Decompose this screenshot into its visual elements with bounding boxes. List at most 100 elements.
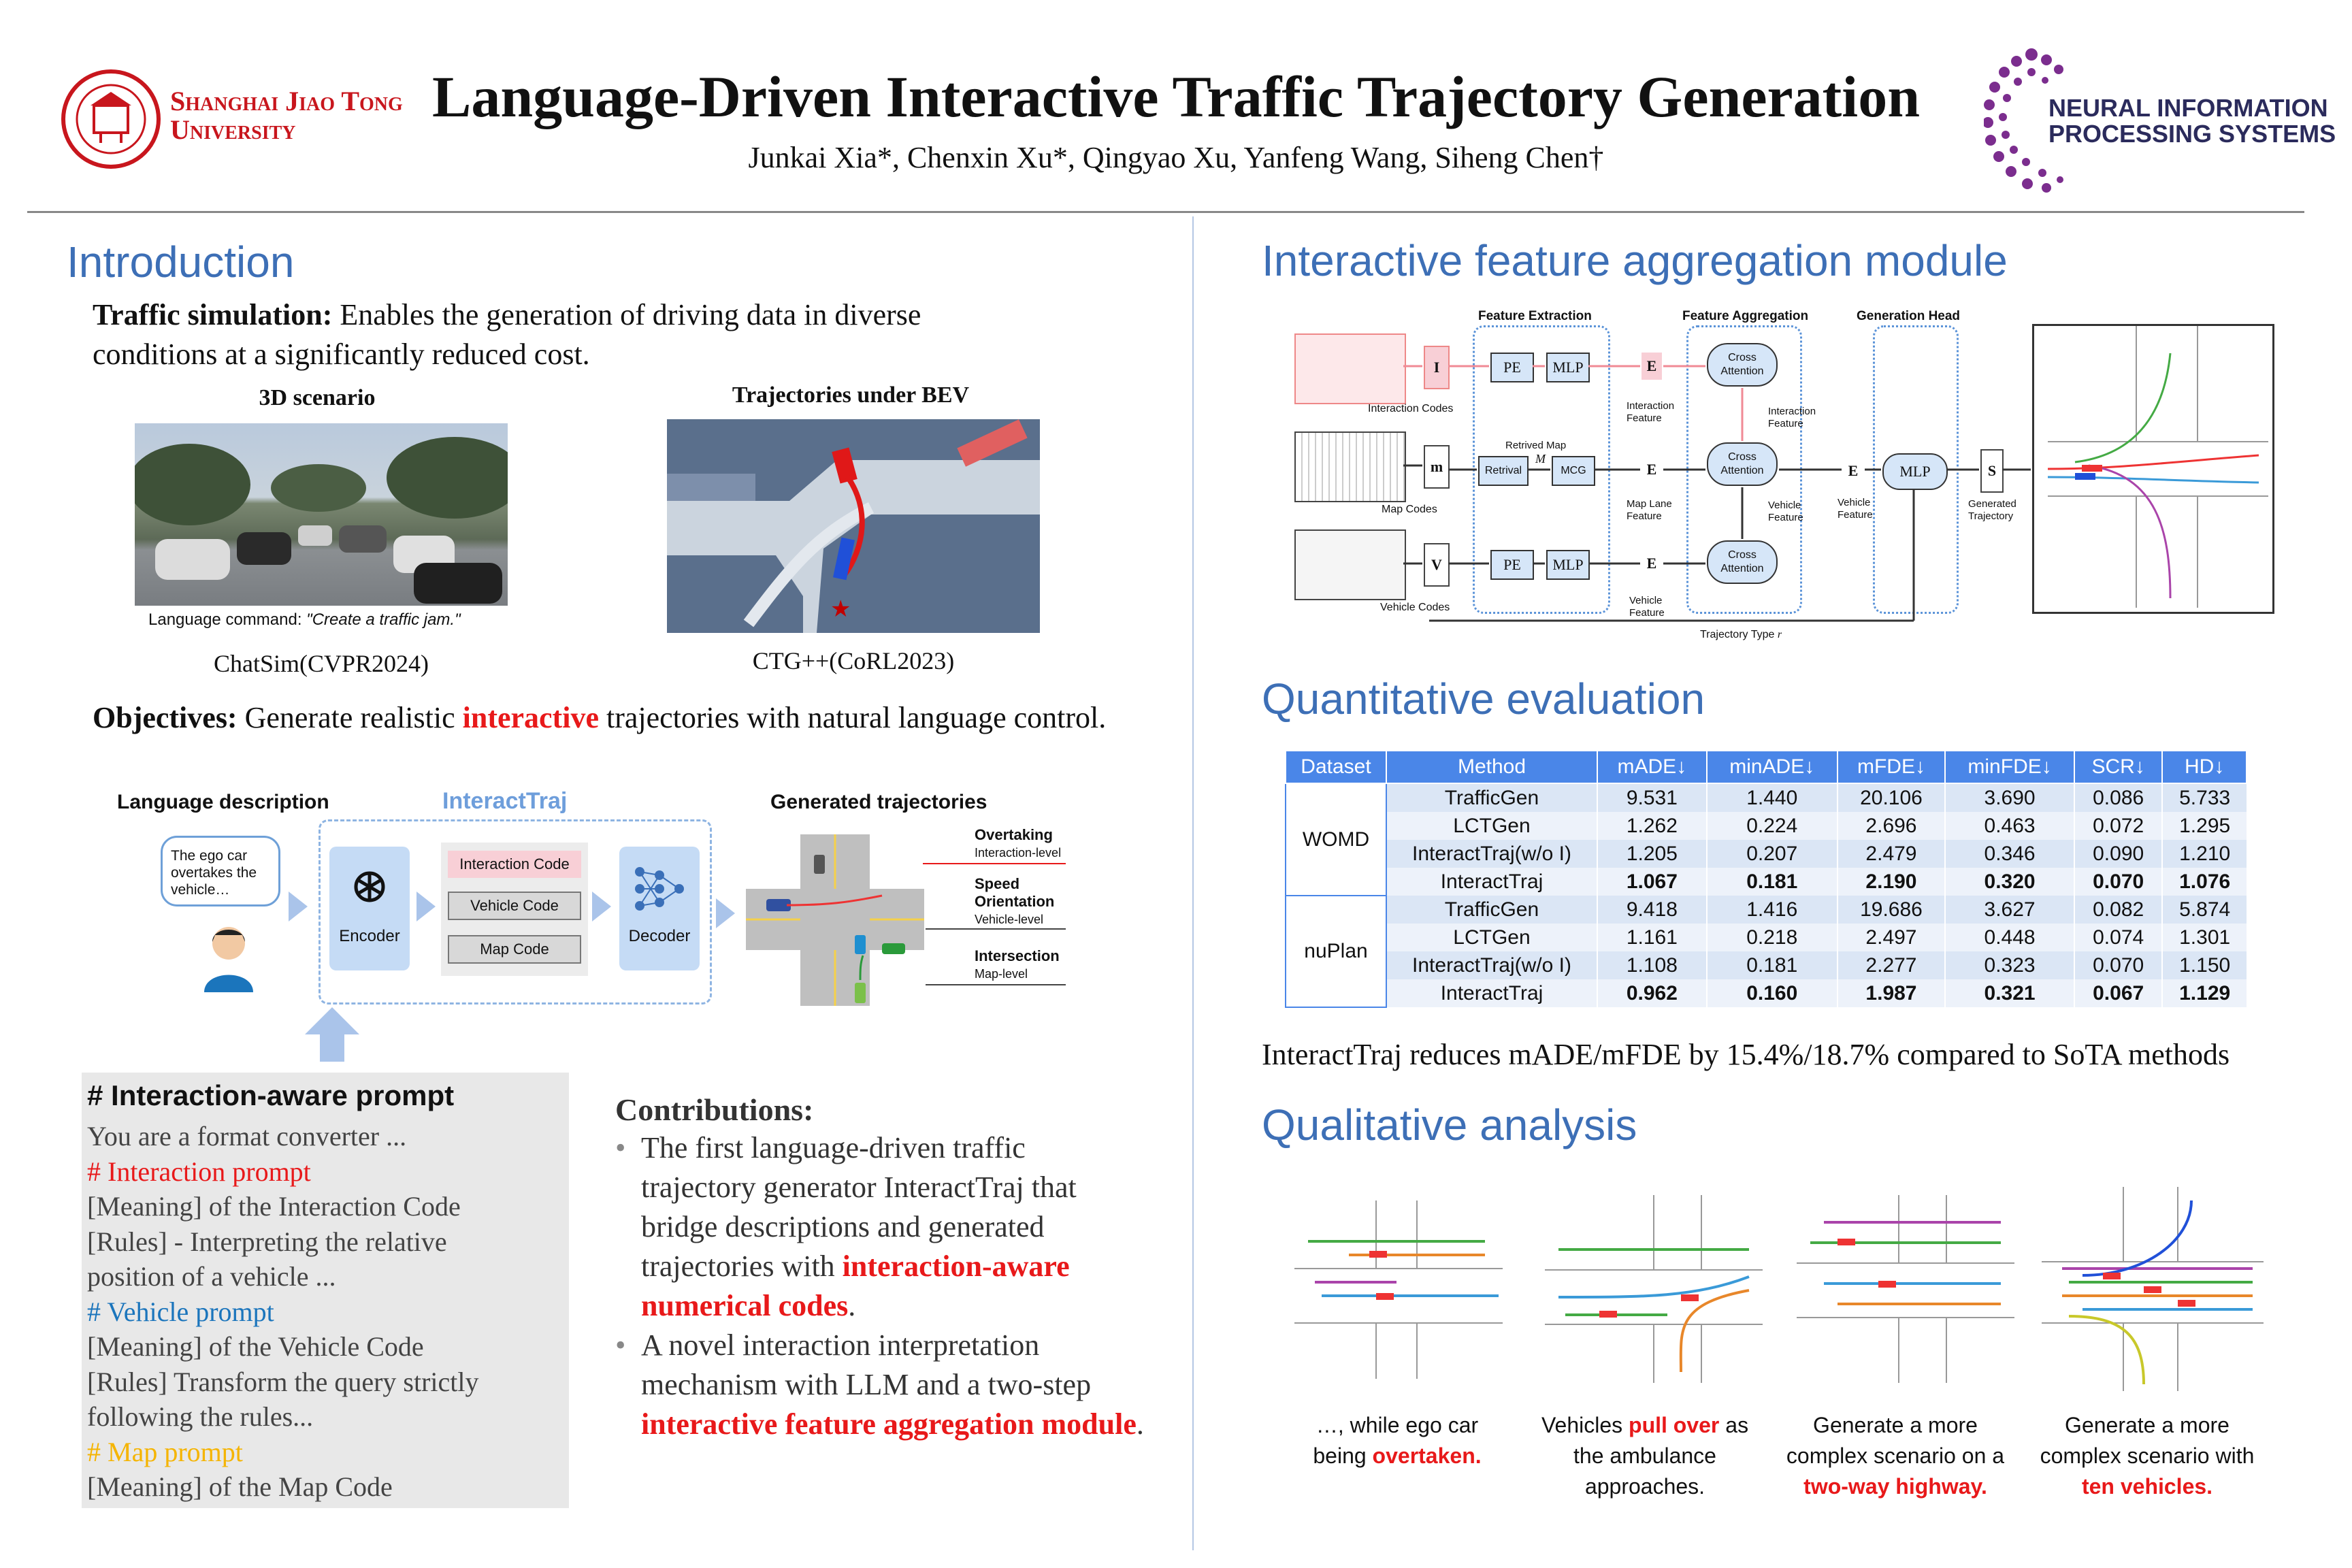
header-divider: [27, 211, 2304, 213]
cap2-a: Vehicles: [1541, 1413, 1629, 1437]
col-method: Method: [1386, 750, 1598, 784]
intersection-label: Intersection Map-level: [975, 947, 1060, 983]
openai-icon: [350, 867, 389, 906]
cell: 3.627: [1944, 896, 2074, 924]
cell: 9.531: [1597, 783, 1707, 812]
language-command: Language command: "Create a traffic jam.…: [135, 606, 508, 634]
prompt-line: [Meaning] of the Map Code: [87, 1471, 393, 1502]
arrow-to-decoder: [592, 892, 611, 921]
E-V-box: E: [1646, 555, 1657, 572]
traffic-sim-paragraph: Traffic simulation: Enables the generati…: [93, 295, 1032, 374]
cell: 0.070: [2073, 951, 2163, 979]
cell: 2.497: [1836, 924, 1946, 951]
lang-desc-title: Language description: [117, 791, 329, 813]
contrib1-c: .: [848, 1289, 856, 1322]
module-diagram: Feature Extraction Feature Aggregation G…: [1281, 304, 2277, 651]
qual-caption-1: …, while ego car being overtaken.: [1293, 1410, 1501, 1471]
cell: 1.262: [1597, 812, 1707, 840]
contributions-title: Contributions:: [615, 1092, 814, 1127]
cell: 0.962: [1597, 979, 1707, 1007]
cell: InteractTraj: [1386, 979, 1597, 1007]
interacttraj-framework: [318, 819, 712, 1004]
level2-sub: Vehicle-level: [975, 913, 1044, 926]
cell: 19.686: [1836, 896, 1946, 924]
up-arrow-icon: [305, 1007, 359, 1062]
vehicle-code-chip: Vehicle Code: [448, 892, 581, 920]
map-leader: [926, 984, 1066, 985]
cell: 1.067: [1597, 868, 1707, 896]
quant-heading: Quantitative evaluation: [1262, 674, 1705, 723]
cell: InteractTraj: [1386, 868, 1597, 896]
M-label: M: [1535, 452, 1546, 466]
pe-v-box: PE: [1490, 550, 1534, 580]
caption-ctg: CTG++(CoRL2023): [752, 647, 955, 674]
sim-text: Enables the generation of driving data i…: [93, 298, 921, 371]
scenario-image: Language command: "Create a traffic jam.…: [135, 423, 508, 634]
interaction-input-image: [1294, 333, 1406, 404]
contribution-item-1: • The first language-driven traffic traj…: [615, 1131, 1077, 1322]
I-box: I: [1424, 346, 1450, 389]
cell: 0.160: [1705, 979, 1838, 1007]
bev-title: Trajectories under BEV: [732, 382, 970, 408]
generation-head-title: Generation Head: [1857, 309, 1961, 323]
level3-name: Intersection: [975, 947, 1060, 964]
trajectory-output-image: [2032, 324, 2274, 614]
map-code-chip: Map Code: [448, 935, 581, 964]
cap4-b: ten vehicles.: [2081, 1474, 2213, 1499]
qual-caption-4: Generate a more complex scenario with te…: [2035, 1410, 2259, 1502]
map-input-image: [1294, 431, 1406, 502]
cell: 0.181: [1705, 951, 1838, 979]
interaction-feature-2-label: Interaction Feature: [1768, 406, 1816, 429]
col-scr: SCR↓: [2073, 750, 2163, 784]
mcg-box: MCG: [1552, 456, 1595, 486]
prompt-line: [Rules] Transform the query strictly: [87, 1366, 479, 1397]
cell: InteractTraj(w/o I): [1386, 951, 1597, 979]
pe-i-box: PE: [1490, 353, 1534, 382]
qual-heading: Qualitative analysis: [1262, 1100, 1637, 1149]
svg-text:★: ★: [830, 597, 851, 622]
codes-panel: Interaction Code Vehicle Code Map Code: [441, 843, 588, 976]
cap3-a: Generate a more complex scenario on a: [1786, 1413, 2005, 1468]
feature-aggregation-title: Feature Aggregation: [1682, 309, 1809, 323]
qual-image-3: [1797, 1195, 2014, 1383]
cell: 0.463: [1944, 812, 2074, 840]
col-hd: HD↓: [2161, 750, 2247, 784]
street-scene-icon: [135, 437, 508, 604]
objectives-paragraph: Objectives: Generate realistic interacti…: [93, 698, 1154, 738]
retrieval-box: Retrival: [1478, 456, 1529, 486]
cell: LCTGen: [1386, 812, 1597, 840]
cell: 1.416: [1705, 896, 1838, 924]
dataset-nuplan: nuPlan: [1285, 895, 1387, 1008]
cell: 0.074: [2073, 924, 2163, 951]
cell: 3.690: [1944, 783, 2074, 812]
trajectory-type-label: Trajectory Type r: [1700, 629, 1782, 641]
scenario-title: 3D scenario: [259, 385, 376, 410]
arrow-to-output: [716, 898, 735, 928]
cell: 2.479: [1836, 840, 1946, 868]
V-box: V: [1424, 543, 1450, 587]
interaction-feature-label: Interaction Feature: [1627, 400, 1675, 424]
cell: 1.076: [2161, 868, 2247, 896]
lang-cmd-label: Language command:: [148, 610, 307, 629]
cell: 1.108: [1597, 951, 1707, 979]
intersection-image: [746, 834, 924, 1006]
neural-net-icon: [633, 862, 686, 916]
neurips-logo-icon: [1982, 46, 2072, 196]
cross-attention-3: Cross Attention: [1707, 540, 1778, 584]
cap2-b: pull over: [1629, 1413, 1720, 1437]
university-line-1: Shanghai Jiao Tong: [170, 86, 403, 116]
cell: 20.106: [1836, 783, 1946, 812]
cap1-a: …, while ego car being: [1313, 1413, 1479, 1468]
r-symbol: r: [1777, 629, 1782, 640]
cell: TrafficGen: [1386, 783, 1597, 812]
obj-text-1: Generate realistic: [237, 701, 463, 734]
cell: 0.320: [1944, 868, 2074, 896]
encoder-label: Encoder: [339, 927, 400, 945]
university-name: Shanghai Jiao Tong University: [170, 87, 403, 144]
map-lane-feature-label: Map Lane Feature: [1627, 498, 1672, 522]
